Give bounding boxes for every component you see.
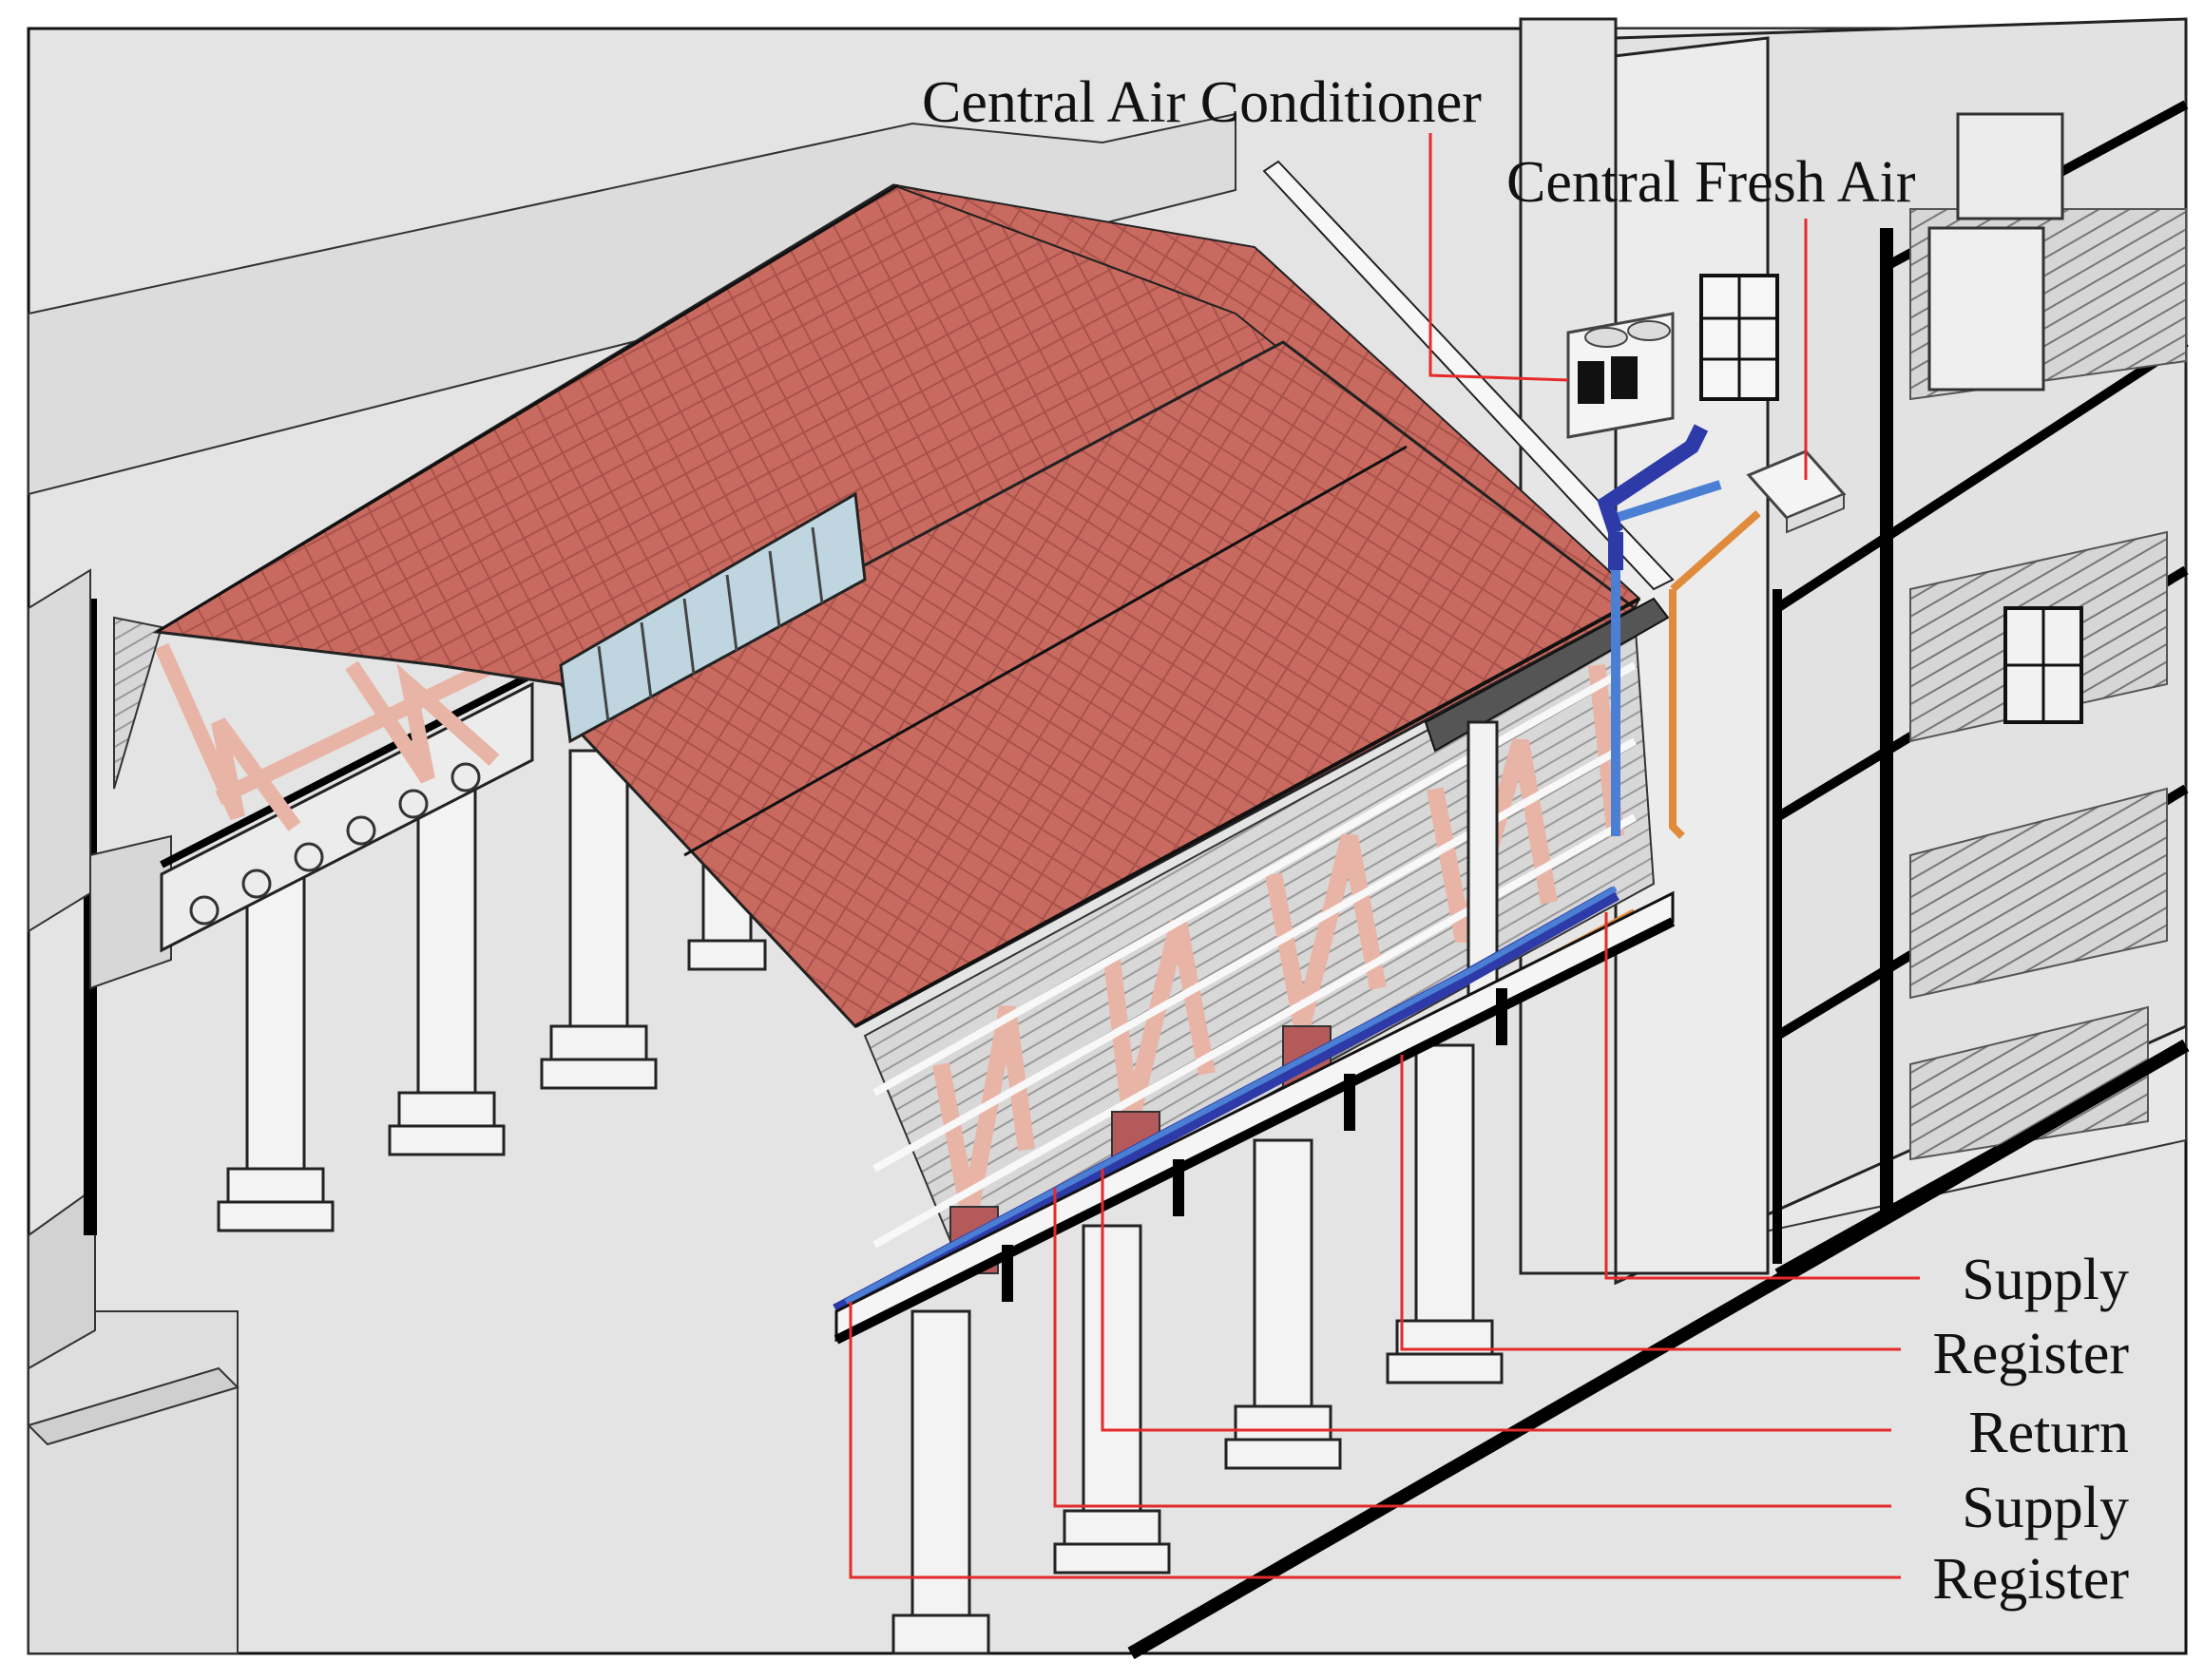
leader-central-air-conditioner — [1428, 133, 1569, 382]
leader-supply-top — [1604, 912, 1920, 1280]
leader-register-top — [1400, 1055, 1901, 1351]
return-riser — [1597, 424, 1709, 535]
label-central-fresh-air: Central Fresh Air — [1506, 150, 1916, 215]
central-fresh-air-unit — [1746, 449, 1847, 534]
label-register-bottom: Register — [1932, 1547, 2129, 1612]
supply-duct — [844, 886, 1618, 1305]
central-air-conditioner-unit — [1566, 312, 1675, 439]
label-register-top: Register — [1932, 1322, 2129, 1386]
label-supply-bottom: Supply — [1962, 1476, 2129, 1540]
label-return: Return — [1968, 1401, 2129, 1465]
register-riser — [1669, 589, 1685, 839]
return-duct — [833, 887, 1619, 1319]
left-ceiling-slats — [113, 616, 163, 790]
label-central-air-conditioner: Central Air Conditioner — [922, 70, 1482, 135]
leader-lines — [849, 133, 1920, 1579]
clerestory-windows — [559, 491, 867, 744]
label-supply-top: Supply — [1962, 1248, 2129, 1312]
left-walls — [28, 568, 172, 1235]
colonnade — [217, 749, 1504, 1655]
leader-register-bottom — [849, 1302, 1901, 1579]
leader-supply-bottom — [1053, 1188, 1891, 1508]
left-trusses — [154, 642, 500, 831]
leader-return — [1101, 1169, 1891, 1432]
